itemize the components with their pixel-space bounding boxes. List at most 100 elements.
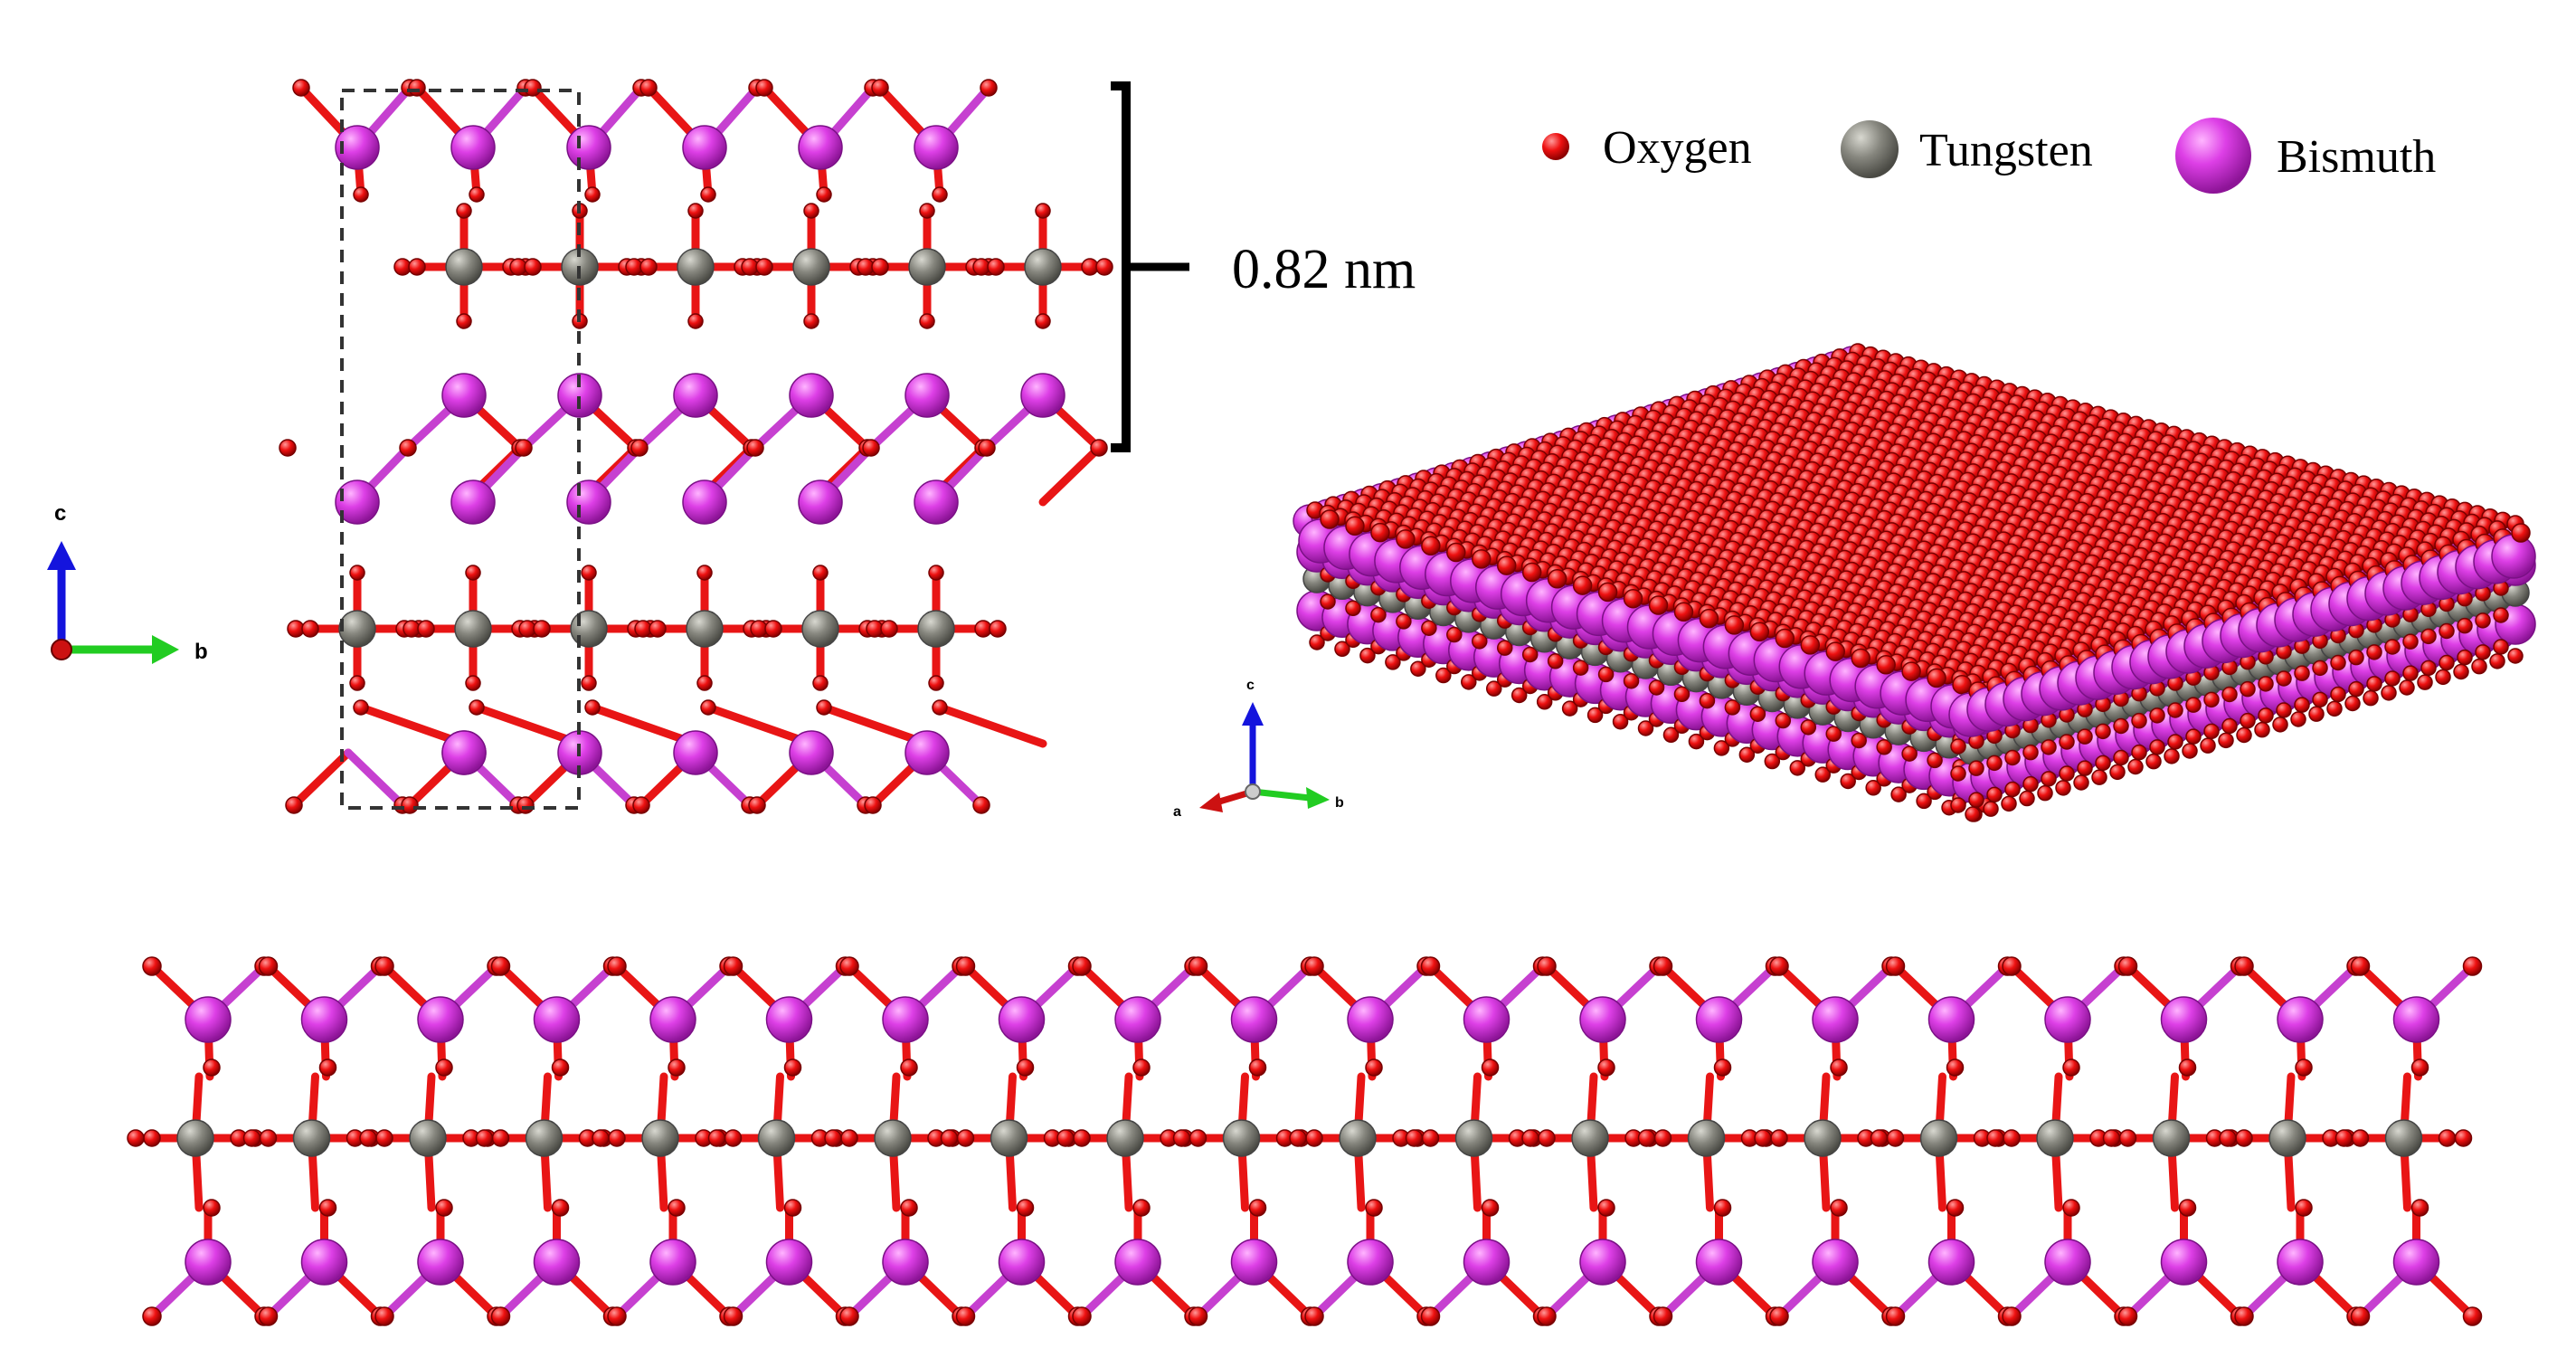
oxygen-atom [2438, 1129, 2457, 1147]
oxygen-atom [2062, 1058, 2080, 1077]
oxygen-atom [816, 186, 832, 203]
oxygen-atom [812, 565, 829, 581]
oxygen-atom [1189, 1129, 1208, 1147]
tungsten-atom [525, 1119, 564, 1157]
oxygen-atom [2384, 639, 2401, 655]
bismuth-atom [2044, 996, 2091, 1043]
oxygen-atom [2002, 1306, 2022, 1326]
oxygen-atom [2366, 644, 2382, 660]
oxygen-atom [2059, 765, 2075, 782]
bulk-crystal-side-view [279, 79, 1113, 814]
oxygen-atom [318, 1199, 337, 1217]
oxygen-atom [1035, 203, 1051, 219]
oxygen-atom [1653, 1129, 1672, 1147]
oxygen-atom [1597, 1058, 1615, 1077]
oxygen-atom [469, 699, 485, 716]
oxygen-atom [639, 258, 658, 276]
oxygen-atom [1538, 1129, 1556, 1147]
bond [819, 703, 932, 748]
bismuth-atom [1463, 1239, 1511, 1286]
bismuth-atom [2392, 996, 2440, 1043]
bismuth-atom [649, 996, 696, 1043]
tungsten-atom [641, 1119, 679, 1157]
bismuth-atom [300, 1239, 348, 1286]
oxygen-atom [2167, 734, 2183, 750]
oxygen-atom [1420, 1306, 1441, 1326]
oxygen-atom [2308, 706, 2325, 722]
oxygen-atom [533, 620, 551, 638]
oxygen-atom [399, 439, 417, 457]
oxygen-atom [1485, 680, 1502, 697]
oxygen-atom [1521, 562, 1542, 583]
tungsten-atom [874, 1119, 912, 1157]
oxygen-atom [592, 1129, 610, 1147]
oxygen-atom [1699, 692, 1716, 709]
oxygen-atom [2420, 660, 2437, 677]
bismuth-atom [998, 1239, 1046, 1286]
bismuth-atom [533, 996, 581, 1043]
axis-c-label: c [54, 501, 66, 526]
oxygen-atom [1637, 720, 1654, 736]
tungsten-atom [2268, 1119, 2306, 1157]
oxygen-atom [1365, 1199, 1383, 1217]
oxygen-atom [1870, 1129, 1889, 1147]
oxygen-atom [2077, 760, 2093, 776]
oxygen-atom [584, 699, 601, 716]
bismuth-atom [2277, 1239, 2324, 1286]
oxygen-atom [1248, 1058, 1267, 1077]
oxygen-atom [668, 1058, 686, 1077]
oxygen-atom [1547, 569, 1567, 589]
oxygen-atom [764, 620, 782, 638]
oxygen-atom [1421, 536, 1441, 555]
oxygen-atom [374, 956, 394, 976]
oxygen-atom [1865, 780, 1881, 796]
oxygen-atom [490, 1306, 511, 1326]
oxygen-atom [1901, 661, 1921, 681]
oxygen-atom [475, 1129, 494, 1147]
oxygen-atom [1320, 509, 1340, 529]
oxygen-atom [2095, 755, 2111, 772]
oxygen-atom [2290, 711, 2306, 727]
thickness-bracket [1111, 81, 1189, 452]
bismuth-atom [450, 479, 496, 525]
oxygen-atom [700, 699, 716, 716]
bismuth-atom [2392, 1239, 2440, 1286]
bond [704, 703, 816, 748]
oxygen-atom [2077, 728, 2093, 745]
tungsten-atom [2152, 1119, 2191, 1157]
oxygen-atom [2381, 685, 2397, 701]
bismuth-atom [673, 730, 718, 775]
oxygen-atom [456, 203, 472, 219]
oxygen-atom [1769, 956, 1789, 976]
oxygen-atom [2439, 622, 2455, 640]
oxygen-atom [707, 1129, 726, 1147]
oxygen-atom [1738, 746, 1756, 763]
bismuth-atom [533, 1239, 581, 1286]
oxygen-atom [1370, 606, 1387, 623]
oxygen-atom [1537, 956, 1557, 976]
bismuth-atom [1695, 996, 1743, 1043]
oxygen-atom [1968, 792, 1984, 808]
oxygen-atom [1825, 726, 1842, 742]
bismuth-atom [1114, 996, 1161, 1043]
oxygen-atom [2457, 617, 2473, 634]
oxygen-atom [755, 79, 773, 97]
oxygen-atom [1713, 1199, 1732, 1217]
oxygen-atom [1885, 1306, 1906, 1326]
oxygen-atom [1713, 740, 1730, 756]
oxygen-atom [928, 565, 944, 581]
oxygen-atom [203, 1058, 221, 1077]
bond [344, 748, 407, 810]
oxygen-atom [2022, 744, 2039, 761]
bond [588, 703, 700, 748]
bismuth-atom [300, 996, 348, 1043]
oxygen-atom [840, 1129, 858, 1147]
oxygen-atom [2091, 769, 2107, 785]
oxygen-atom [1132, 1199, 1151, 1217]
oxygen-atom [2004, 749, 2021, 766]
oxygen-atom [2493, 639, 2509, 655]
oxygen-atom [956, 1129, 975, 1147]
oxygen-atom [375, 1129, 393, 1147]
tungsten-atom [801, 610, 839, 648]
oxygen-atom [2182, 743, 2198, 759]
